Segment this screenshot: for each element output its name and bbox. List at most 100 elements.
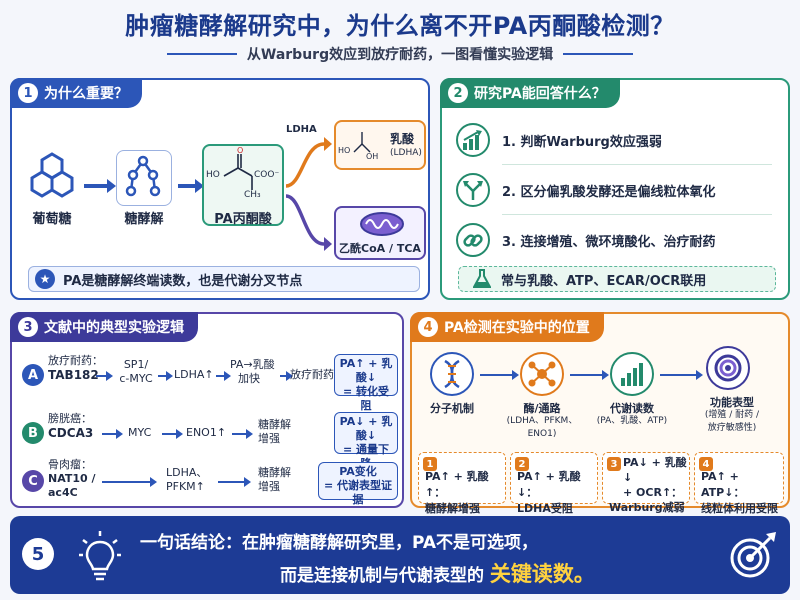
pa-ch3-text: CH₃ bbox=[244, 190, 261, 200]
row-c-source-2: NAT10 / bbox=[48, 472, 96, 485]
question-3-text: 3. 连接增殖、微环境酸化、治疗耐药 bbox=[502, 234, 716, 250]
step-2-title: 酶/通路 bbox=[523, 402, 561, 415]
scenario-cell-1: 1 PA↑ + 乳酸↑： 糖酵解增强 bbox=[418, 452, 506, 515]
scenario-1-line-1: PA↑ + 乳酸↑： bbox=[425, 470, 489, 499]
logic-row-b: B 膀胱癌： CDCA3 MYC ENO1↑ 糖酵解 增强 PA↓ + 乳酸↓ … bbox=[18, 406, 402, 470]
lightbulb-icon bbox=[79, 531, 121, 581]
step-3-title: 代谢读数 bbox=[610, 402, 654, 415]
scenario-4-line-1: PA↑ + ATP↓： bbox=[701, 470, 745, 499]
row-c-arrow-1 bbox=[102, 477, 157, 487]
conclusion-line-2: 而是连接机制与代谢表型的 关键读数。 bbox=[280, 558, 595, 588]
row-a-source-1: 放疗耐药： bbox=[48, 354, 103, 367]
row-c-step-2b: 增强 bbox=[258, 480, 280, 493]
row-letter-c: C bbox=[22, 470, 44, 492]
page-title: 肿瘤糖酵解研究中，为什么离不开PA丙酮酸检测？ bbox=[125, 12, 675, 40]
row-a-source-2: TAB182 bbox=[48, 368, 99, 382]
scenario-2-number: 2 bbox=[515, 457, 529, 471]
svg-text:O: O bbox=[237, 146, 243, 155]
panel-pa-position: 4 PA检测在实验中的位置 分子机制 酶/通路 (LDHA、PFKM、ENO1)… bbox=[410, 312, 790, 515]
lactate-label: 乳酸 bbox=[390, 132, 415, 146]
lactate-sub-label: (LDHA) bbox=[390, 148, 422, 158]
row-a-step-1a: SP1/ bbox=[123, 358, 149, 371]
panel-typical-logic: 3 文献中的典型实验逻辑 A 放疗耐药： TAB182 SP1/ c-MYC L… bbox=[10, 312, 404, 508]
star-icon: ★ bbox=[35, 269, 55, 289]
row-a-arrow-4 bbox=[280, 371, 293, 381]
conclusion-banner: 5 一句话结论：在肿瘤糖酵解研究里，PA不是可选项， 而是连接机制与代谢表型的 … bbox=[10, 516, 790, 594]
page-subtitle: 从Warburg效应到放疗耐药，一图看懂实验逻辑 bbox=[246, 47, 554, 63]
glycolysis-box bbox=[116, 150, 172, 206]
row-b-arrow-3 bbox=[232, 429, 253, 439]
scenario-3-line-2: + OCR↑： bbox=[623, 486, 683, 499]
lactate-box: HO OH 乳酸 (LDHA) bbox=[334, 120, 426, 170]
ldha-label: LDHA bbox=[286, 124, 317, 135]
question-1-text: 1. 判断Warburg效应强弱 bbox=[502, 134, 662, 150]
panel-1-header: 1 为什么重要？ bbox=[10, 78, 142, 108]
scenario-2-text: PA↑ + 乳酸↓： LDHA受阻 bbox=[517, 469, 597, 517]
row-a-arrow-2 bbox=[158, 371, 173, 381]
scenario-4-line-2: 线粒体利用受限 bbox=[701, 502, 778, 515]
lactate-oh-text: OH bbox=[366, 152, 379, 161]
row-c-result: PA变化 = 代谢表型证据 bbox=[318, 462, 398, 506]
step-4-title: 功能表型 bbox=[710, 396, 754, 409]
scenario-cell-4: 4 PA↑ + ATP↓： 线粒体利用受限 bbox=[694, 452, 784, 515]
target-arrow-icon bbox=[730, 532, 776, 578]
question-row-1: 1. 判断Warburg效应强弱 bbox=[456, 120, 776, 160]
panel-3-number: 3 bbox=[18, 317, 38, 337]
row-c-source-1: 骨肉瘤： bbox=[48, 458, 92, 471]
panel-1-title: 为什么重要？ bbox=[44, 86, 128, 102]
row-letter-b: B bbox=[22, 422, 44, 444]
target-icon bbox=[706, 346, 750, 390]
conclusion-line-2-text: 而是连接机制与代谢表型的 bbox=[280, 566, 484, 586]
step-arrow-2 bbox=[570, 370, 609, 380]
scenario-4-text: PA↑ + ATP↓： 线粒体利用受限 bbox=[701, 469, 785, 517]
scenario-2-line-2: LDHA受阻 bbox=[517, 502, 573, 515]
row-a-step-3b: 加快 bbox=[238, 372, 260, 385]
row-b-result-1: PA↓ + 乳酸↓ bbox=[339, 415, 393, 442]
row-a-step-2: LDHA↑ bbox=[174, 368, 214, 381]
pa-coo-text: COO⁻ bbox=[254, 170, 280, 180]
pa-box: O HO COO⁻ CH₃ bbox=[202, 144, 284, 226]
panel-4-title: PA检测在实验中的位置 bbox=[444, 320, 590, 336]
row-b-source-1: 膀胱癌： bbox=[48, 412, 92, 425]
arrow-glycolysis-to-pa bbox=[178, 179, 204, 193]
dna-icon bbox=[430, 352, 474, 396]
step-2-label: 酶/通路 (LDHA、PFKM、ENO1) bbox=[494, 402, 590, 441]
row-a-arrow-3 bbox=[216, 371, 231, 381]
row-a-result-1: PA↑ + 乳酸↓ bbox=[339, 357, 393, 384]
row-b-source-2: CDCA3 bbox=[48, 426, 94, 440]
scenario-1-line-2: 糖酵解增强 bbox=[425, 502, 480, 515]
scenario-cell-2: 2 PA↑ + 乳酸↓： LDHA受阻 bbox=[510, 452, 598, 515]
panel-3-title: 文献中的典型实验逻辑 bbox=[44, 320, 184, 336]
step-3-sub: (PA、乳酸、ATP) bbox=[596, 416, 668, 426]
acetyl-coa-box: 乙酰CoA / TCA bbox=[334, 206, 426, 260]
scenario-1-text: PA↑ + 乳酸↑： 糖酵解增强 bbox=[425, 469, 505, 517]
row-c-step-1b: PFKM↑ bbox=[166, 480, 205, 493]
chain-link-icon bbox=[456, 223, 490, 257]
row-b-step-2: ENO1↑ bbox=[186, 426, 227, 439]
mitochondria-icon bbox=[360, 212, 404, 236]
question-divider-1 bbox=[502, 164, 772, 165]
pathway-network-icon bbox=[520, 352, 564, 396]
panel-what-pa-answers: 2 研究PA能回答什么？ 1. 判断Warburg效应强弱 2. 区分偏乳酸发酵… bbox=[440, 78, 790, 300]
row-c-source-3: ac4C bbox=[48, 486, 78, 499]
pa-ho-text: HO bbox=[206, 170, 220, 180]
row-c-step-1a: LDHA、 bbox=[166, 466, 208, 479]
step-1-label: 分子机制 bbox=[430, 402, 474, 415]
step-2-sub: (LDHA、PFKM、ENO1) bbox=[506, 416, 578, 439]
lactate-ho-text: HO bbox=[338, 146, 351, 155]
step-4-sub-1: (增殖 / 耐药 / bbox=[704, 410, 760, 420]
logic-row-c: C 骨肉瘤： NAT10 / ac4C LDHA、 PFKM↑ 糖酵解 增强 P… bbox=[18, 454, 402, 510]
panel-2-footer-text: 常与乳酸、ATP、ECAR/OCR联用 bbox=[501, 273, 707, 289]
row-a-step-3a: PA→乳酸 bbox=[230, 358, 275, 371]
pa-label: PA丙酮酸 bbox=[214, 212, 272, 227]
row-c-result-1: PA变化 bbox=[339, 465, 377, 478]
question-divider-2 bbox=[502, 214, 772, 215]
panel-4-number: 4 bbox=[418, 317, 438, 337]
panel-5-number: 5 bbox=[22, 538, 54, 570]
row-a-arrow-1 bbox=[96, 371, 113, 381]
row-letter-a: A bbox=[22, 364, 44, 386]
panel-2-footer: 常与乳酸、ATP、ECAR/OCR联用 bbox=[458, 266, 776, 292]
glucose-label: 葡萄糖 bbox=[32, 212, 72, 227]
question-2-text: 2. 区分偏乳酸发酵还是偏线粒体氧化 bbox=[502, 184, 716, 200]
panel-1-note-text: PA是糖酵解终端读数，也是代谢分叉节点 bbox=[63, 273, 303, 289]
